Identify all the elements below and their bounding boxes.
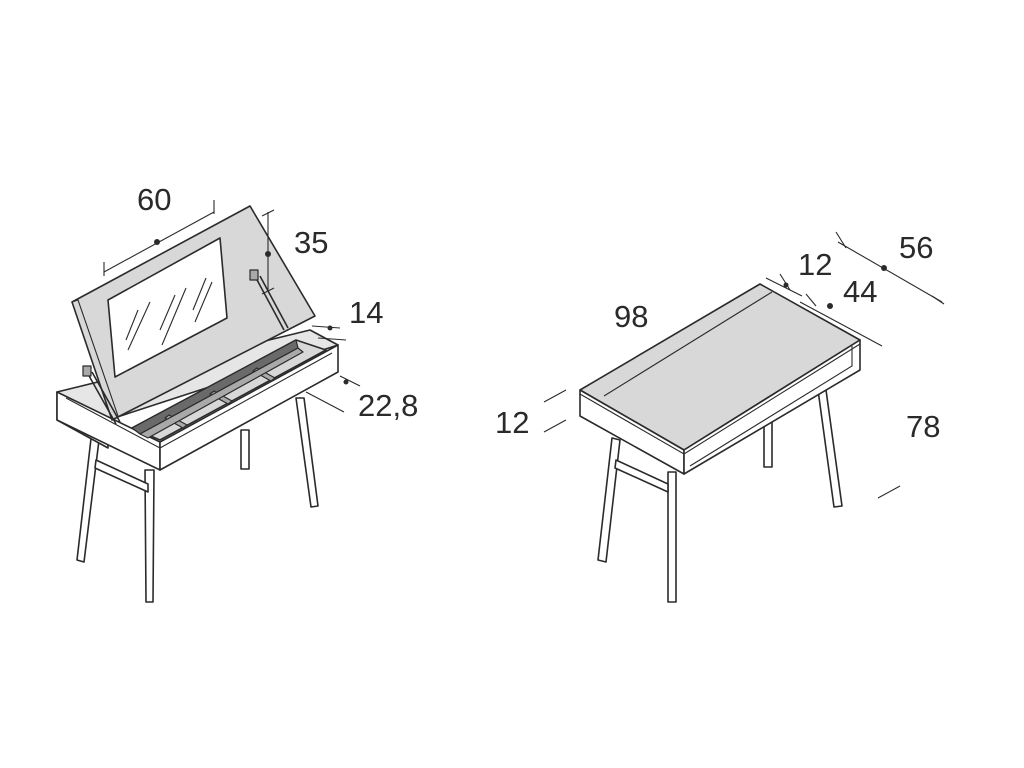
leg-back-middle <box>240 429 250 470</box>
hinge-right <box>249 269 259 281</box>
desk-edge-line <box>65 352 333 449</box>
dim-open-depth: 14 <box>349 295 383 330</box>
leg-back-right <box>817 389 843 508</box>
open-desk-legs <box>76 397 319 603</box>
dim-cover-width: 44 <box>843 274 877 309</box>
side-stretcher <box>614 459 669 493</box>
strut-left <box>87 373 117 425</box>
leg-front-left <box>76 429 101 563</box>
tray-strip <box>139 347 304 439</box>
dim-height: 78 <box>906 409 940 444</box>
leg-front-left <box>597 437 621 563</box>
strut-right <box>255 277 285 331</box>
hinge-left <box>82 365 92 377</box>
leg-front-right <box>144 469 155 603</box>
dim-thickness: 12 <box>495 405 529 440</box>
side-opening <box>689 346 853 467</box>
closed-side-panel <box>683 339 861 475</box>
closed-desk-legs <box>597 389 843 603</box>
closed-desk: 12 44 56 98 12 78 <box>495 230 945 603</box>
closed-dimension-lines <box>543 231 945 499</box>
mirror <box>107 237 228 378</box>
open-vanity-desk: 60 35 14 22,8 <box>56 182 418 603</box>
open-dimension-lines <box>103 200 361 413</box>
mirror-reflection-lines <box>125 277 213 351</box>
dim-depth: 56 <box>899 230 933 265</box>
leg-back-right <box>295 397 319 508</box>
lid-edge <box>71 299 119 417</box>
side-stretcher <box>94 459 149 493</box>
top-bevel-line <box>579 343 861 455</box>
leg-front-right <box>667 471 677 603</box>
dim-open-width: 60 <box>137 182 171 217</box>
leg-back-middle <box>763 419 773 468</box>
lid-hinges <box>82 269 289 425</box>
desk-side-panel <box>159 344 339 471</box>
storage-tray <box>131 339 327 441</box>
dim-tray: 22,8 <box>358 388 418 423</box>
dim-width: 98 <box>614 299 648 334</box>
dim-top-depth: 12 <box>798 247 832 282</box>
dim-mirror-height: 35 <box>294 225 328 260</box>
top-seam-line <box>603 291 773 397</box>
